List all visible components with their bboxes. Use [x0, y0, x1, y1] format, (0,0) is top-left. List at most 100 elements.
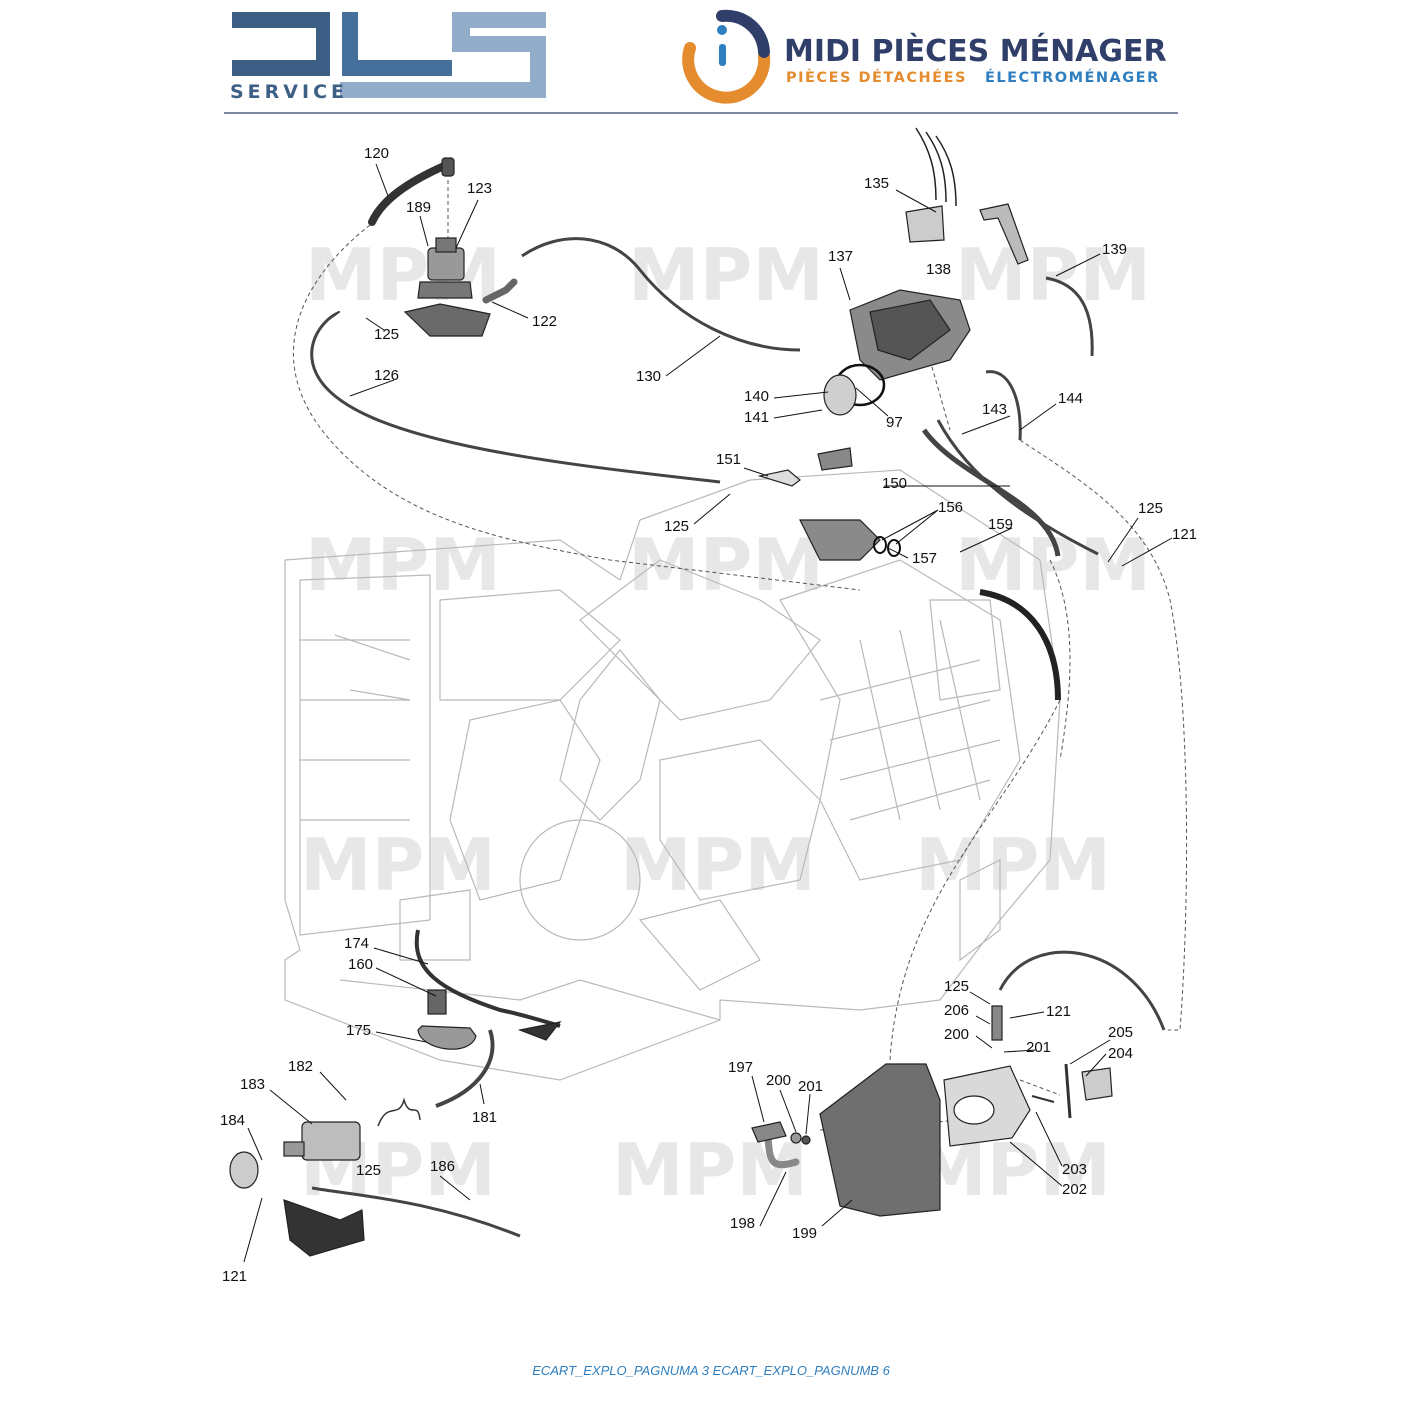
part-label: 137	[828, 248, 853, 265]
part-label: 160	[348, 956, 373, 973]
part-label: 121	[222, 1268, 247, 1285]
part-label: 197	[728, 1059, 753, 1076]
part-label: 198	[730, 1215, 755, 1232]
mpm-logo: MIDI PIÈCES MÉNAGER PIÈCES DÉTACHÉES ÉLE…	[682, 9, 1167, 104]
watermark: MPM	[612, 1128, 808, 1212]
part-bracket	[817, 447, 853, 471]
part-label: 174	[344, 935, 369, 952]
part-label: 139	[1102, 241, 1127, 258]
part-122-elbow	[482, 278, 518, 304]
part-135-micro-switch	[905, 205, 945, 243]
footer-reference: ECART_EXPLO_PAGNUMA 3 ECART_EXPLO_PAGNUM…	[532, 1363, 890, 1378]
part-174-harness	[414, 929, 561, 1028]
part-number-labels: 120 123 189 122 125 126 130 135 137 138 …	[220, 145, 1197, 1285]
part-label: 182	[288, 1058, 313, 1075]
mpm-logo-orange-arc	[682, 42, 771, 104]
part-dark-clip	[517, 1021, 562, 1041]
part-label: 121	[1172, 526, 1197, 543]
part-160-connector	[427, 989, 447, 1015]
part-label: 121	[1046, 1003, 1071, 1020]
part-label: 205	[1108, 1024, 1133, 1041]
part-200-nut	[790, 1132, 802, 1144]
watermark: MPM	[300, 823, 496, 907]
part-175-flowmeter	[417, 1025, 477, 1050]
mpm-logo-subtitle-2: ÉLECTROMÉNAGER	[985, 69, 1160, 86]
mpm-logo-title: MIDI PIÈCES MÉNAGER	[784, 33, 1167, 69]
part-label: 125	[356, 1162, 381, 1179]
part-label: 201	[798, 1078, 823, 1095]
part-label: 150	[882, 475, 907, 492]
part-135-wires	[915, 127, 957, 207]
mpm-logo-subtitle-1: PIÈCES DÉTACHÉES	[786, 69, 967, 86]
part-label: 204	[1108, 1045, 1133, 1062]
part-label: 120	[364, 145, 389, 162]
part-label: 141	[744, 409, 769, 426]
part-203-sensor	[1031, 1095, 1055, 1103]
callout-leader-lines	[243, 163, 1173, 1263]
watermark: MPM	[915, 1128, 1111, 1212]
part-pump-bracket	[283, 1199, 365, 1257]
part-label: 135	[864, 175, 889, 192]
part-199-boiler	[819, 1063, 941, 1217]
watermark: MPM	[628, 233, 824, 317]
part-plate	[403, 303, 491, 337]
part-label: 144	[1058, 390, 1083, 407]
part-143-pipe	[936, 419, 1099, 556]
part-150-pipe	[921, 428, 1061, 557]
part-label: 122	[532, 313, 557, 330]
part-label: 202	[1062, 1181, 1087, 1198]
part-label: 200	[766, 1072, 791, 1089]
part-label: 126	[374, 367, 399, 384]
part-top-pipe	[998, 950, 1166, 1031]
mpm-logo-dark-arc	[716, 9, 770, 58]
part-label: 125	[374, 326, 399, 343]
part-label: 151	[716, 451, 741, 468]
part-151-connector	[757, 469, 801, 487]
part-label: 186	[430, 1158, 455, 1175]
part-label: 125	[664, 518, 689, 535]
part-label: 156	[938, 499, 963, 516]
part-label: 181	[472, 1109, 497, 1126]
part-156-valve-body	[799, 519, 881, 561]
part-130-pipe	[521, 237, 801, 352]
part-label: 97	[886, 414, 903, 431]
part-label: 199	[792, 1225, 817, 1242]
part-label: 159	[988, 516, 1013, 533]
part-label: 206	[944, 1002, 969, 1019]
part-120-pipe	[368, 162, 448, 226]
mpm-logo-bar	[719, 44, 726, 66]
part-label: 138	[926, 261, 951, 278]
part-182-spring	[377, 1097, 421, 1127]
watermark: MPM	[628, 523, 824, 607]
part-201-seal	[801, 1135, 811, 1145]
part-159-pipe	[979, 589, 1061, 701]
part-184-adapter	[229, 1151, 259, 1189]
part-198-pipe	[764, 1134, 800, 1169]
watermark: MPM	[620, 823, 816, 907]
part-label: 140	[744, 388, 769, 405]
watermark: MPM	[305, 523, 501, 607]
part-label: 203	[1062, 1161, 1087, 1178]
part-144-pipe	[985, 370, 1022, 441]
part-label: 130	[636, 368, 661, 385]
part-181-pipe	[435, 1029, 495, 1108]
part-205-rod	[1064, 1063, 1072, 1119]
watermark: MPM	[955, 233, 1151, 317]
part-label: 157	[912, 550, 937, 567]
part-204-bracket	[1081, 1067, 1113, 1101]
part-197-fitting	[751, 1121, 787, 1143]
part-label: 143	[982, 401, 1007, 418]
part-label: 125	[1138, 500, 1163, 517]
watermark: MPM	[305, 233, 501, 317]
mpm-logo-dot	[717, 25, 727, 35]
jls-service-subtitle: SERVICE	[230, 81, 348, 103]
jls-service-logo: SERVICE	[230, 12, 546, 103]
part-183-pump	[301, 1121, 361, 1161]
part-139-pipe	[1045, 276, 1094, 357]
part-140-cap	[823, 374, 857, 416]
part-label: 201	[1026, 1039, 1051, 1056]
part-label: 123	[467, 180, 492, 197]
watermark-group: MPM MPM MPM MPM MPM MPM MPM MPM MPM MPM …	[300, 233, 1151, 1212]
part-label: 183	[240, 1076, 265, 1093]
